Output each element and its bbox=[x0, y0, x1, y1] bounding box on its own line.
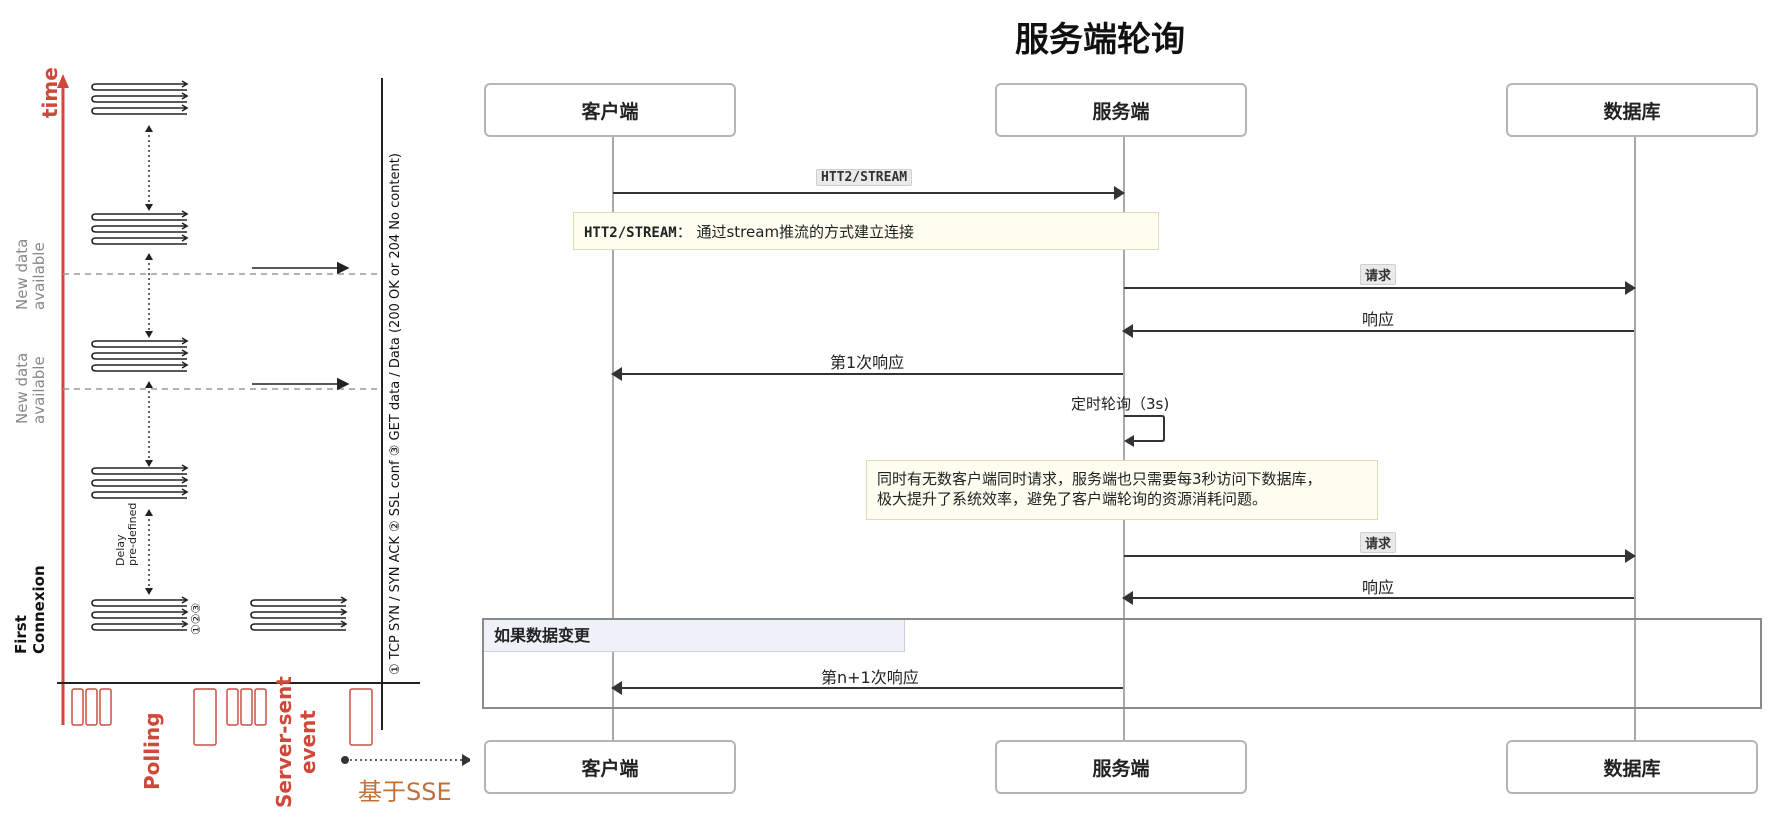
sse-push-arrows bbox=[252, 261, 350, 391]
server-icon bbox=[71, 688, 267, 726]
response-1-arrow bbox=[1122, 324, 1634, 338]
stream-note: HTT2/STREAM： 通过stream推流的方式建立连接 bbox=[573, 212, 1159, 250]
step-legend: ① TCP SYN / SYN ACK ② SSL conf ③ GET dat… bbox=[388, 153, 403, 675]
participant-client-top: 客户端 bbox=[484, 83, 736, 137]
new-data-label-1: New data available bbox=[13, 238, 48, 310]
first-response-label: 第1次响应 bbox=[830, 353, 905, 372]
polling-loop bbox=[91, 213, 187, 221]
polling-loop bbox=[250, 599, 346, 607]
loop-arrow-icon bbox=[181, 476, 189, 484]
database-lifeline bbox=[1634, 137, 1636, 742]
loop-arrow-icon bbox=[181, 222, 189, 230]
participant-server-bottom: 服务端 bbox=[995, 740, 1247, 794]
loop-arrow-icon bbox=[181, 596, 189, 604]
sse-pointer-arrow-icon bbox=[462, 754, 470, 766]
polling-loop bbox=[250, 611, 346, 619]
timer-label: 定时轮询（3s) bbox=[1071, 395, 1170, 413]
loop-arrow-icon bbox=[181, 349, 189, 357]
delay-label: Delay pre-defined bbox=[114, 502, 139, 566]
arrow-head-icon bbox=[1625, 549, 1636, 563]
stream-message-label: HTT2/STREAM bbox=[816, 169, 913, 186]
first-response-arrow bbox=[611, 367, 1123, 381]
polling-loop bbox=[91, 479, 187, 487]
polling-loop bbox=[91, 467, 187, 475]
polling-note-line-2: 极大提升了系统效率，避免了客户端轮询的资源消耗问题。 bbox=[877, 490, 1268, 508]
nth-response-arrow bbox=[611, 681, 1123, 695]
nth-response-label: 第n+1次响应 bbox=[821, 668, 919, 687]
polling-loop bbox=[91, 623, 187, 631]
stream-note-text: ： 通过stream推流的方式建立连接 bbox=[676, 223, 915, 241]
loop-arrow-icon bbox=[340, 596, 348, 604]
polling-loop bbox=[91, 364, 187, 372]
door-icon bbox=[193, 688, 373, 746]
group-label: 如果数据变更 bbox=[484, 620, 905, 652]
participant-database-top: 数据库 bbox=[1506, 83, 1758, 137]
polling-loop bbox=[91, 83, 187, 91]
polling-loop bbox=[91, 352, 187, 360]
timer-self-arrow bbox=[1124, 415, 1165, 447]
loop-arrow-icon bbox=[181, 620, 189, 628]
time-label: time bbox=[38, 67, 62, 118]
polling-loop bbox=[91, 611, 187, 619]
sse-caption: 基于SSE bbox=[358, 778, 452, 806]
loop-arrow-icon bbox=[340, 620, 348, 628]
loop-arrow-icon bbox=[181, 234, 189, 242]
loop-arrow-icon bbox=[181, 608, 189, 616]
arrow-head-icon bbox=[1625, 281, 1636, 295]
polling-loop bbox=[91, 491, 187, 499]
loop-arrow-icon bbox=[181, 104, 189, 112]
polling-note-line-1: 同时有无数客户端同时请求，服务端也只需要每3秒访问下数据库， bbox=[877, 470, 1322, 488]
loop-arrow-icon bbox=[181, 80, 189, 88]
arrow-head-icon bbox=[611, 367, 622, 381]
arrow-head-icon bbox=[1122, 591, 1133, 605]
polling-loop bbox=[91, 237, 187, 245]
loop-arrow-icon bbox=[181, 488, 189, 496]
polling-loop bbox=[91, 107, 187, 115]
sse-label: Server-sent event bbox=[272, 676, 320, 808]
polling-request-bundles bbox=[91, 80, 348, 631]
delay-arrow-heads bbox=[145, 125, 153, 595]
loop-arrow-icon bbox=[340, 608, 348, 616]
loop-arrow-icon bbox=[181, 464, 189, 472]
participant-database-bottom: 数据库 bbox=[1506, 740, 1758, 794]
arrow-head-icon bbox=[1122, 324, 1133, 338]
request-2-arrow bbox=[1124, 549, 1636, 563]
request-1-label: 请求 bbox=[1360, 264, 1397, 285]
polling-label: Polling bbox=[140, 712, 164, 790]
response-1-label: 响应 bbox=[1362, 310, 1395, 329]
polling-loop bbox=[91, 599, 187, 607]
loop-arrow-icon bbox=[181, 337, 189, 345]
client-lifeline bbox=[612, 137, 614, 742]
step-markers: ①②③ bbox=[189, 602, 203, 635]
request-2-label: 请求 bbox=[1360, 532, 1397, 553]
data-change-group: 如果数据变更 bbox=[482, 618, 1762, 709]
arrow-head-icon bbox=[1114, 186, 1125, 200]
polling-vs-sse-illustration bbox=[57, 74, 470, 766]
polling-loop bbox=[91, 225, 187, 233]
participant-server-top: 服务端 bbox=[995, 83, 1247, 137]
polling-loop bbox=[91, 95, 187, 103]
participant-client-bottom: 客户端 bbox=[484, 740, 736, 794]
polling-loop bbox=[250, 623, 346, 631]
request-1-arrow bbox=[1124, 281, 1636, 295]
server-lifeline bbox=[1123, 137, 1125, 742]
time-axis-arrow-icon bbox=[57, 74, 69, 88]
polling-note: 同时有无数客户端同时请求，服务端也只需要每3秒访问下数据库， 极大提升了系统效率… bbox=[866, 460, 1378, 520]
response-2-arrow bbox=[1122, 591, 1634, 605]
diagram-title: 服务端轮询 bbox=[1015, 20, 1185, 60]
new-data-label-2: New data available bbox=[13, 352, 48, 424]
polling-loop bbox=[91, 340, 187, 348]
stream-message-arrow bbox=[613, 186, 1125, 200]
loop-arrow-icon bbox=[181, 210, 189, 218]
loop-arrow-icon bbox=[181, 361, 189, 369]
first-connexion-label: First Connexion bbox=[12, 565, 48, 654]
stream-note-key: HTT2/STREAM bbox=[584, 225, 677, 241]
arrow-head-icon bbox=[611, 681, 622, 695]
loop-arrow-icon bbox=[181, 92, 189, 100]
response-2-label: 响应 bbox=[1362, 578, 1395, 597]
